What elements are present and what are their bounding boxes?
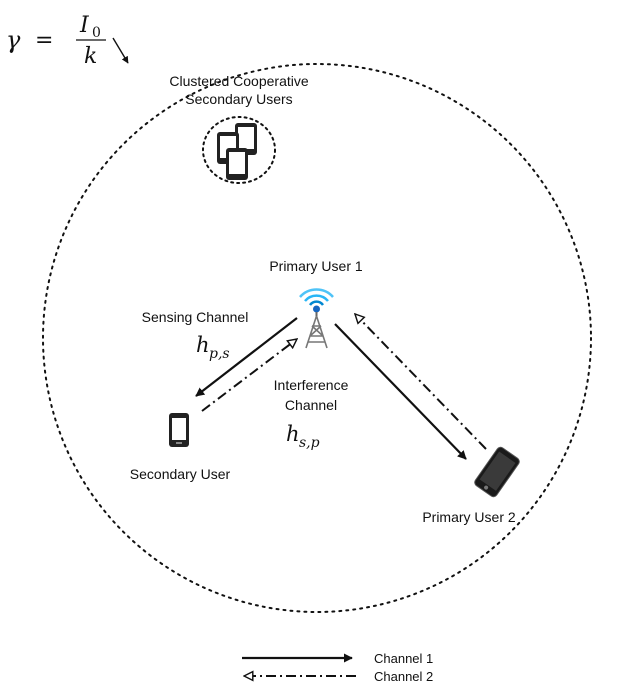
clustered-label-line2: Secondary Users (185, 91, 292, 107)
sensing-channel-arrow (195, 317, 298, 397)
h-sp-subscript: s,p (299, 435, 320, 451)
dark-phone-icon (474, 446, 520, 498)
legend-channel-1-label: Channel 1 (374, 651, 433, 666)
formula-numerator: I (79, 13, 90, 38)
interference-label-line1: Interference (274, 377, 349, 393)
legend-channel-2-label: Channel 2 (374, 669, 433, 684)
channel-pu2-pu1-arrow (355, 314, 487, 450)
coverage-boundary (42, 63, 592, 613)
tower-icon (299, 288, 334, 349)
interference-label-line2: Channel (285, 397, 337, 413)
secondary-user-label: Secondary User (130, 466, 231, 482)
clustered-label-line1: Clustered Cooperative (169, 73, 309, 89)
formula-pointer-arrow (112, 37, 129, 64)
sensing-channel-label: Sensing Channel (142, 309, 249, 325)
phone-cluster-icon (217, 123, 257, 180)
h-sp-symbol: h (286, 422, 300, 446)
primary-user-2-label: Primary User 2 (422, 509, 516, 525)
legend: Channel 1 Channel 2 (242, 651, 433, 684)
formula-numerator-subscript: 0 (92, 25, 101, 41)
gamma-symbol: γ (6, 26, 21, 54)
phone-icon (169, 413, 189, 447)
channel-pu1-pu2-arrow (334, 323, 467, 460)
primary-user-1-label: Primary User 1 (269, 258, 363, 274)
cluster-boundary (202, 116, 276, 184)
h-ps-subscript: p,s (209, 346, 230, 362)
gamma-formula: γ = I 0 k (6, 13, 129, 69)
h-ps-symbol: h (196, 333, 210, 357)
equals-sign: = (35, 28, 53, 53)
formula-denominator: k (84, 44, 97, 69)
